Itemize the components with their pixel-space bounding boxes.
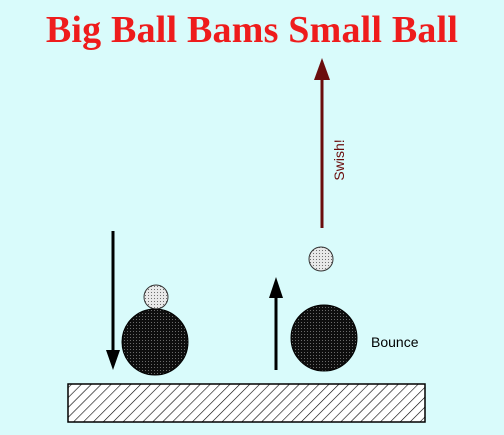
big-ball-after xyxy=(290,304,358,372)
swish-arrow xyxy=(314,58,330,228)
swish-label: Swish! xyxy=(331,139,347,180)
falling-arrow xyxy=(106,231,120,370)
diagram-title: Big Ball Bams Small Ball xyxy=(45,9,459,51)
bounce-label: Bounce xyxy=(371,334,419,350)
small-ball-after xyxy=(308,246,334,272)
small-ball-before xyxy=(143,284,169,310)
big-ball-before xyxy=(121,308,189,376)
ground-slab xyxy=(67,383,426,423)
rising-arrow xyxy=(269,277,283,370)
